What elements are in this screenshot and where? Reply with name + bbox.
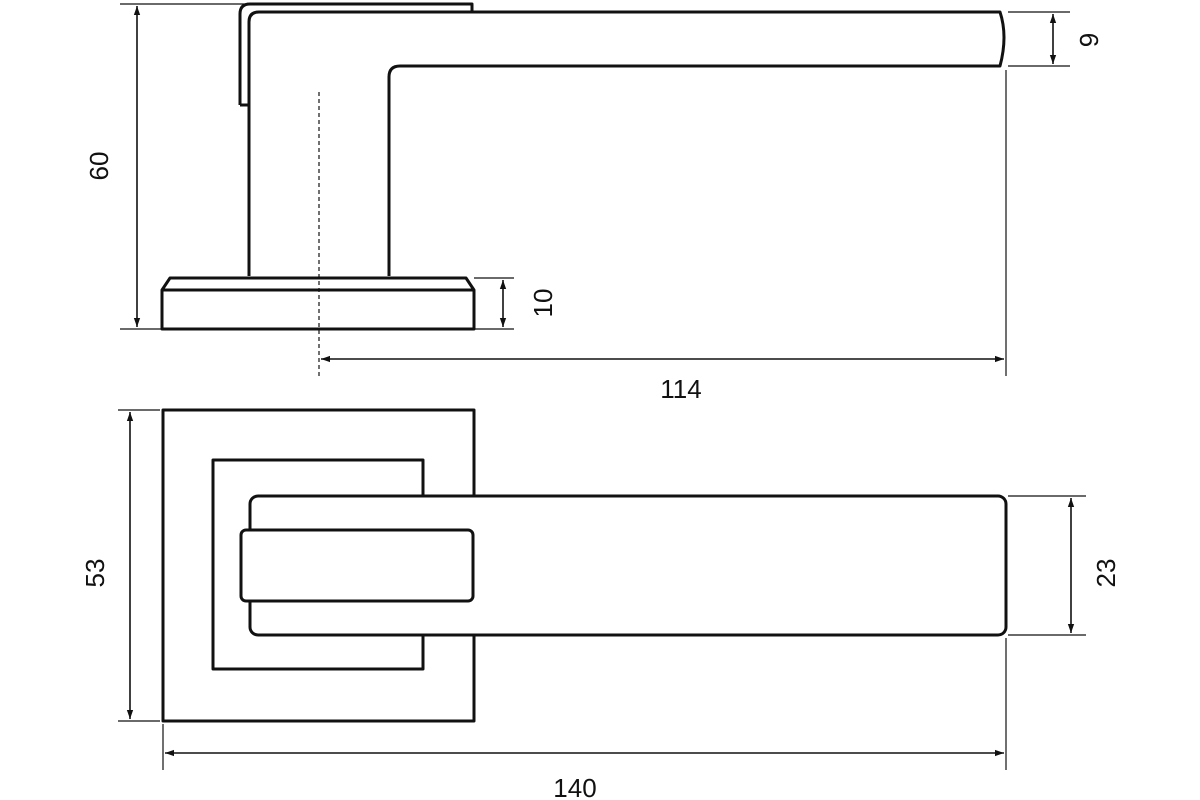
- side-view-lever: [247, 10, 1006, 276]
- top-view: 53 23 140: [80, 408, 1121, 800]
- rose-thickness-dimension-label: 10: [528, 289, 558, 318]
- side-view-rose: [160, 276, 476, 331]
- lever-width-dimension-label: 23: [1091, 559, 1121, 588]
- top-view-neck-block: [239, 528, 475, 603]
- height-dimension-label: 60: [84, 152, 114, 181]
- length-dimension-label: 140: [553, 773, 596, 800]
- reach-dimension-label: 114: [660, 374, 701, 404]
- side-view-back-clip: [238, 2, 474, 105]
- side-view: 60 9 10 114: [84, 2, 1104, 404]
- thickness-dimension-label: 9: [1074, 33, 1104, 47]
- rose-size-dimension-label: 53: [80, 559, 110, 588]
